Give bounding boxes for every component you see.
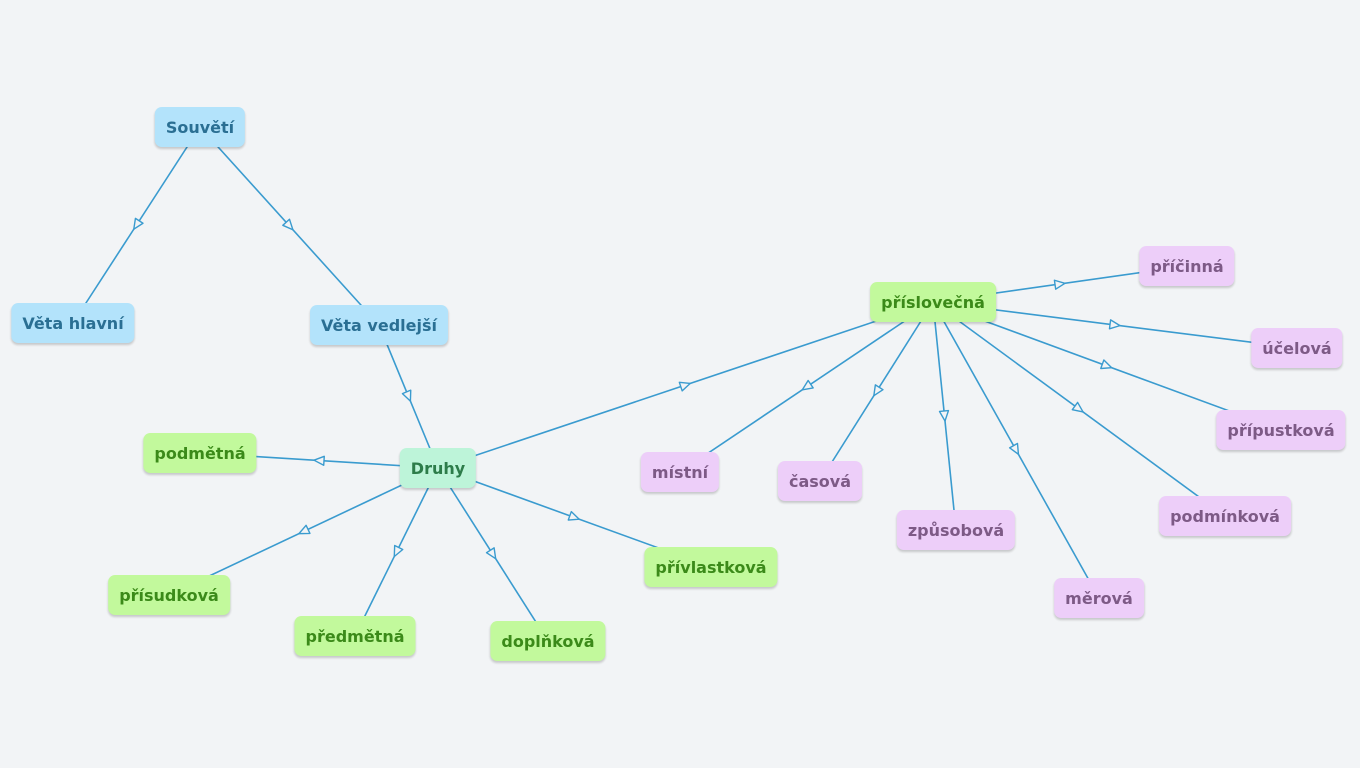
arrowhead-icon bbox=[938, 409, 950, 422]
node-veta-vedlejsi[interactable]: Věta vedlejší bbox=[310, 305, 448, 345]
node-casova[interactable]: časová bbox=[777, 461, 863, 501]
node-zpusobova[interactable]: způsobová bbox=[896, 510, 1016, 550]
node-veta-hlavni[interactable]: Věta hlavní bbox=[11, 303, 135, 343]
node-pricinna[interactable]: příčinná bbox=[1139, 246, 1235, 286]
arrowhead-icon bbox=[313, 455, 325, 467]
arrowhead-icon bbox=[678, 381, 691, 392]
node-prislovecna[interactable]: příslovečná bbox=[870, 282, 996, 322]
node-mistni[interactable]: místní bbox=[640, 452, 720, 492]
node-podmetna[interactable]: podmětná bbox=[143, 433, 257, 473]
node-ucelova[interactable]: účelová bbox=[1251, 328, 1343, 368]
node-doplnkova[interactable]: doplňková bbox=[490, 621, 606, 661]
arrowhead-icon bbox=[298, 524, 311, 535]
arrowhead-icon bbox=[801, 379, 814, 391]
arrowhead-icon bbox=[1100, 359, 1113, 370]
node-privlastkova[interactable]: přívlastková bbox=[644, 547, 778, 587]
node-druhy[interactable]: Druhy bbox=[399, 448, 477, 488]
node-merova[interactable]: měrová bbox=[1054, 578, 1144, 618]
arrowhead-icon bbox=[133, 217, 144, 230]
arrowhead-icon bbox=[873, 384, 884, 397]
arrowhead-icon bbox=[401, 389, 412, 402]
node-podminkova[interactable]: podmínková bbox=[1159, 496, 1291, 536]
node-predmetna[interactable]: předmětná bbox=[294, 616, 416, 656]
arrowhead-icon bbox=[1108, 319, 1121, 330]
arrowhead-icon bbox=[567, 510, 580, 521]
arrowhead-icon bbox=[393, 544, 404, 558]
node-pripustkova[interactable]: přípustková bbox=[1216, 410, 1346, 450]
node-prisudkova[interactable]: přísudková bbox=[108, 575, 230, 615]
arrowhead-icon bbox=[282, 218, 294, 231]
node-souveti[interactable]: Souvětí bbox=[154, 107, 246, 147]
arrowhead-icon bbox=[1008, 442, 1020, 456]
arrowhead-icon bbox=[1071, 401, 1084, 413]
arrowhead-icon bbox=[485, 547, 497, 560]
arrowhead-icon bbox=[1053, 279, 1066, 290]
